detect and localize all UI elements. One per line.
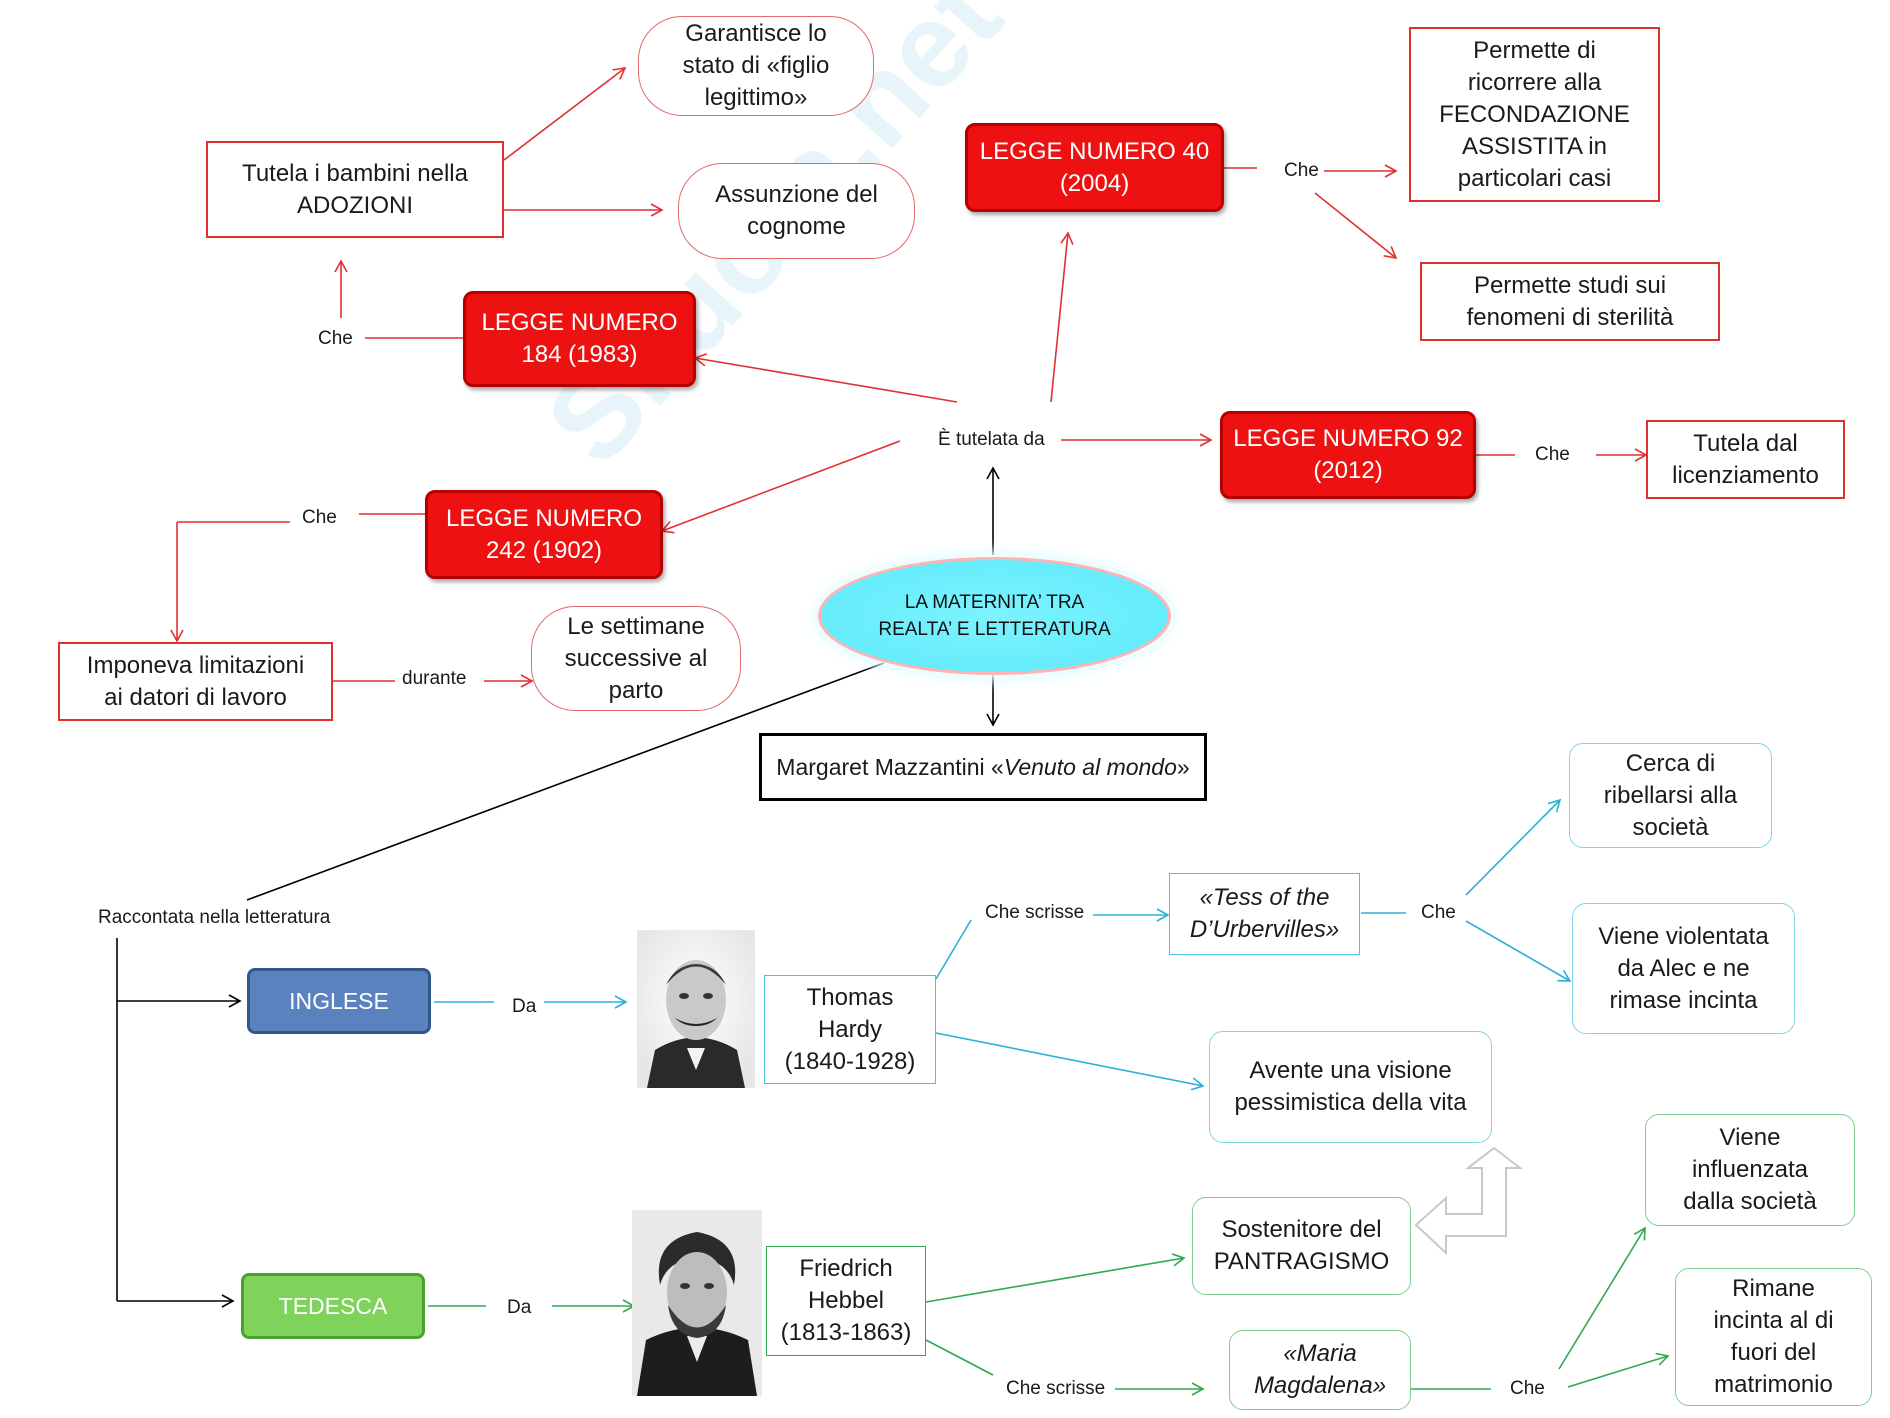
law-184-node[interactable]: LEGGE NUMERO 184 (1983) — [463, 291, 696, 387]
law-92-node[interactable]: LEGGE NUMERO 92 (2012) — [1220, 411, 1476, 499]
label-da-inglese: Da — [510, 995, 539, 1019]
label-da-tedesca: Da — [505, 1296, 534, 1320]
hardy-portrait-image — [637, 930, 755, 1088]
law-242-node[interactable]: LEGGE NUMERO 242 (1902) — [425, 490, 663, 579]
label-che-scrisse-hebbel: Che scrisse — [1004, 1377, 1108, 1401]
figlio-legittimo-node[interactable]: Garantisce lo stato di «figlio legittimo… — [638, 16, 874, 116]
inglese-node[interactable]: INGLESE — [247, 968, 431, 1034]
work-title: Venuto al mondo — [1003, 754, 1177, 780]
hebbel-portrait-image — [632, 1210, 762, 1396]
law-40-node[interactable]: LEGGE NUMERO 40 (2004) — [965, 123, 1224, 212]
label-tutelata: È tutelata da — [936, 428, 1047, 452]
maria-title: «Maria Magdalena» — [1253, 1340, 1387, 1399]
label-che-scrisse-hardy: Che scrisse — [983, 901, 1087, 925]
label-che-92: Che — [1533, 443, 1572, 467]
label-raccontata: Raccontata nella letteratura — [96, 906, 333, 930]
label-durante: durante — [400, 667, 469, 691]
pantragismo-node[interactable]: Sostenitore del PANTRAGISMO — [1192, 1197, 1411, 1295]
cognome-node[interactable]: Assunzione del cognome — [678, 163, 915, 259]
adozioni-node[interactable]: Tutela i bambini nella ADOZIONI — [206, 141, 504, 238]
central-topic-line1: LA MATERNITA’ TRA — [904, 592, 1085, 613]
maria-node[interactable]: «Maria Magdalena» — [1229, 1330, 1411, 1410]
label-che-tess: Che — [1419, 901, 1458, 925]
central-topic[interactable]: LA MATERNITA’ TRA REALTA’ E LETTERATURA — [818, 557, 1171, 675]
hardy-portrait — [637, 930, 755, 1088]
sterilita-node[interactable]: Permette studi sui fenomeni di sterilità — [1420, 262, 1720, 341]
work-mazzantini[interactable]: Margaret Mazzantini «Venuto al mondo» — [759, 733, 1207, 801]
red-connectors — [170, 66, 1648, 688]
work-author: Margaret Mazzantini « — [776, 754, 1004, 780]
label-che-184: Che — [316, 327, 355, 351]
work-close: » — [1176, 754, 1190, 780]
tess-node[interactable]: «Tess of the D’Urbervilles» — [1169, 873, 1360, 955]
influenzata-node[interactable]: Viene influenzata dalla società — [1645, 1114, 1855, 1226]
tedesca-node[interactable]: TEDESCA — [241, 1273, 425, 1339]
label-che-maria: Che — [1508, 1377, 1547, 1401]
hollow-bent-arrow — [1414, 1146, 1523, 1256]
cyan-connectors — [434, 798, 1572, 1091]
central-topic-line2: REALTA’ E LETTERATURA — [878, 619, 1111, 640]
hebbel-node[interactable]: Friedrich Hebbel (1813-1863) — [766, 1246, 926, 1356]
limitazioni-node[interactable]: Imponeva limitazioni ai datori di lavoro — [58, 642, 333, 721]
label-che-242: Che — [300, 506, 339, 530]
hebbel-portrait — [632, 1210, 762, 1396]
hardy-node[interactable]: Thomas Hardy (1840-1928) — [764, 975, 936, 1084]
green-connectors — [428, 1226, 1670, 1396]
ribellarsi-node[interactable]: Cerca di ribellarsi alla società — [1569, 743, 1772, 848]
rimane-incinta-node[interactable]: Rimane incinta al di fuori del matrimoni… — [1675, 1268, 1872, 1406]
pessimistica-node[interactable]: Avente una visione pessimistica della vi… — [1209, 1031, 1492, 1143]
settimane-node[interactable]: Le settimane successive al parto — [531, 606, 741, 711]
black-connectors — [116, 466, 1000, 1308]
violentata-node[interactable]: Viene violentata da Alec e ne rimase inc… — [1572, 903, 1795, 1034]
tess-title: «Tess of the D’Urbervilles» — [1189, 884, 1340, 943]
label-che-40: Che — [1282, 159, 1321, 183]
licenziamento-node[interactable]: Tutela dal licenziamento — [1646, 420, 1845, 499]
fecondazione-node[interactable]: Permette di ricorrere alla FECONDAZIONE … — [1409, 27, 1660, 202]
